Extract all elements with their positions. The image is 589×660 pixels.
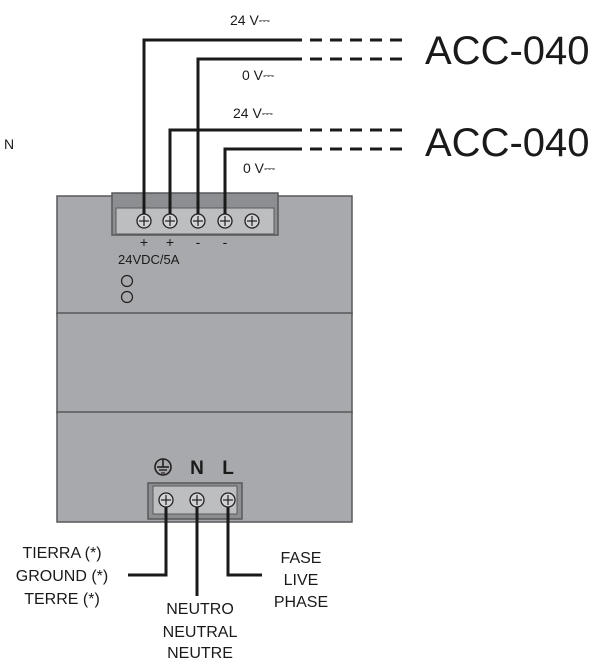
input-terminal-screws [158,492,236,508]
psu-rating-label: 24VDC/5A [118,252,180,267]
voltage-label-0v-2: 0 V⎓ [243,160,275,176]
neutral-label-fr: NEUTRE [167,645,233,660]
neutral-terminal-label: N [190,458,204,479]
ground-label-fr: TERRE (*) [24,591,100,608]
voltage-label-24v-2: 24 V⎓ [233,105,273,121]
wire-plus-1 [142,38,290,214]
adjust-potentiometer-icon [120,290,134,304]
neutral-label-en: NEUTRAL [163,624,238,641]
device-label-2: ACC-040 [425,121,589,165]
live-terminal-label: L [222,458,234,479]
wire-minus-2 [223,147,290,214]
margin-label: N [4,136,14,152]
voltage-label-24v-1: 24 V⎓ [230,12,270,28]
polarity-mark-3: - [196,234,201,250]
polarity-mark-2: + [166,234,174,250]
ground-label-en: GROUND (*) [16,568,108,585]
polarity-mark-1: + [140,234,148,250]
wire-minus-1 [196,57,290,214]
neutral-label-es: NEUTRO [166,601,234,618]
terminal-screw-icon [244,213,260,229]
earth-ground-icon [154,458,172,476]
terminal-screw-icon [136,213,152,229]
live-label-fr: PHASE [274,594,328,611]
wire-live [226,507,262,577]
indicator-led-icon [120,274,134,288]
terminal-screw-icon [217,213,233,229]
output-terminal-screws [136,213,260,229]
voltage-label-0v-1: 0 V⎓ [242,67,274,83]
ground-label-es: TIERRA (*) [22,545,101,562]
terminal-screw-icon [220,492,236,508]
terminal-screw-icon [158,492,174,508]
terminal-screw-icon [189,492,205,508]
wire-ground [128,507,168,577]
live-label-es: FASE [281,550,322,567]
psu-middle-section [56,312,353,414]
power-supply-unit: + + - - 24VDC/5A N L [56,192,353,523]
terminal-screw-icon [162,213,178,229]
polarity-mark-4: - [223,234,228,250]
device-label-1: ACC-040 [425,29,589,73]
output-wiring [142,38,410,214]
wire-plus-2 [168,128,290,214]
live-label-en: LIVE [284,572,319,589]
terminal-screw-icon [190,213,206,229]
input-wiring [128,507,262,596]
